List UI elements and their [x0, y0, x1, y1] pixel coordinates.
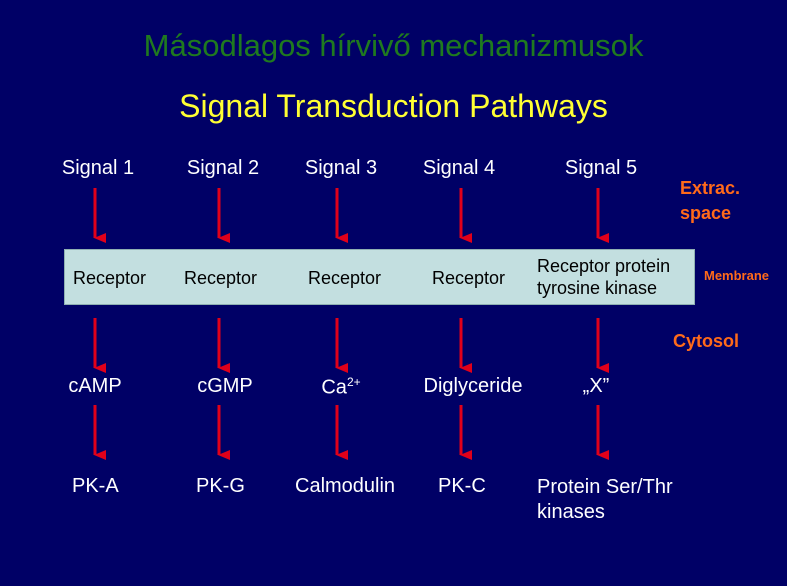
second-messenger-4: Diglyceride: [423, 375, 523, 397]
slide-title-english: Signal Transduction Pathways: [179, 88, 608, 124]
second-messenger-2: cGMP: [197, 375, 253, 397]
effector-5: Protein Ser/Thr kinases: [537, 476, 673, 523]
second-messenger-5: „X”: [582, 375, 610, 397]
slide-title-hungarian: Másodlagos hírvivő mechanizmusok: [143, 28, 644, 63]
second-messenger-3: Ca2+: [271, 375, 411, 400]
receptor-5-tyrosine-kinase: Receptor protein tyrosine kinase: [537, 256, 671, 298]
signal-4-label: Signal 4: [422, 157, 496, 179]
effector-4: PK-C: [438, 475, 486, 497]
membrane-label: Membrane: [704, 268, 770, 283]
second-messenger-3-superscript: 2+: [346, 375, 361, 389]
effector-1: PK-A: [72, 475, 119, 497]
extracellular-space-label: Extrac. space: [680, 178, 741, 223]
membrane-box: Receptor Receptor Receptor Receptor Rece…: [64, 249, 695, 305]
signal-1-label: Signal 1: [61, 157, 135, 179]
receptor-4: Receptor: [432, 268, 506, 288]
receptor-2: Receptor: [184, 268, 258, 288]
receptor-1: Receptor: [73, 268, 147, 288]
signal-2-label: Signal 2: [186, 157, 260, 179]
signal-3-label: Signal 3: [304, 157, 378, 179]
signal-5-label: Signal 5: [564, 157, 638, 179]
receptor-3: Receptor: [308, 268, 382, 288]
cytosol-label: Cytosol: [673, 331, 740, 351]
effector-3: Calmodulin: [295, 475, 396, 497]
second-messenger-1: cAMP: [68, 375, 122, 397]
effector-2: PK-G: [196, 475, 245, 497]
second-messenger-3-base: Ca: [321, 376, 347, 399]
